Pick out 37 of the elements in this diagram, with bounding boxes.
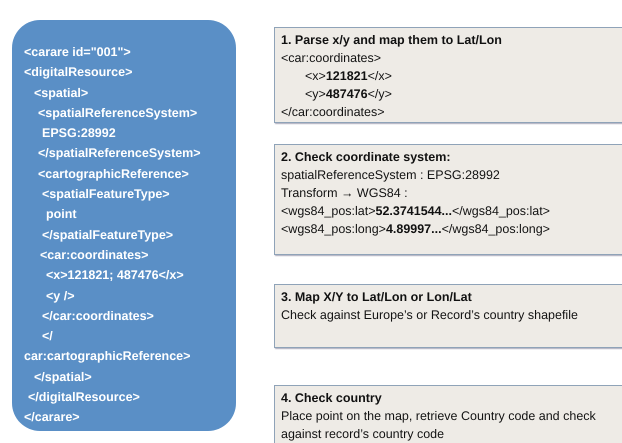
step-heading: 3. Map X/Y to Lat/Lon or Lon/Lat [281,289,473,306]
step-text: Transform → WGS84 : [281,185,409,202]
step-heading: 2. Check coordinate system: [281,149,452,166]
code-line: </spatialReferenceSystem> [37,145,202,162]
code-line: <spatial> [33,84,90,102]
step-text: <y>487476</y> [304,86,393,103]
code-line: </car:coordinates> [41,308,155,325]
step-heading: 4. Check country [281,390,383,407]
step-text: <wgs84_pos:lat>52.3741544...</wgs84_pos:lat> [281,203,551,220]
code-panel [12,20,236,431]
code-line: <car:coordinates> [39,246,150,264]
step-box [274,27,622,123]
step-text: <wgs84_pos:long>4.89997...</wgs84_pos:long> [281,221,551,238]
code-line: <y /> [45,288,76,305]
code-line: </spatialFeatureType> [41,226,174,244]
step-text: <car:coordinates> [281,50,382,67]
code-line: <carare id="001"> [24,44,132,61]
step-box [274,144,622,255]
code-line: EPSG:28992 [41,125,117,142]
code-line: point [45,206,78,224]
step-text: Place point on the map, retrieve Country code and check against record’s country code [281,408,597,443]
code-line: <digitalResource> [24,64,134,82]
step-text: </car:coordinates> [281,104,386,121]
code-line: <cartographicReference> [37,166,190,183]
code-line: <spatialFeatureType> [41,186,171,204]
step-text: Check against Europe’s or Record’s country shapefile [281,307,579,324]
step-text: <x>121821</x> [304,68,393,85]
code-line: </carare> [24,409,81,426]
code-line: <x>121821; 487476</x> [45,267,185,284]
code-line: </digitalResource> [27,389,141,406]
code-line: <spatialReferenceSystem> [37,104,198,122]
code-line: </spatial> [33,368,93,386]
step-box [274,385,622,443]
step-heading: 1. Parse x/y and map them to Lat/Lon [281,32,503,49]
step-text: spatialReferenceSystem : EPSG:28992 [281,167,501,184]
step-box [274,284,622,348]
code-line: </ car:cartographicReference> [24,328,192,366]
